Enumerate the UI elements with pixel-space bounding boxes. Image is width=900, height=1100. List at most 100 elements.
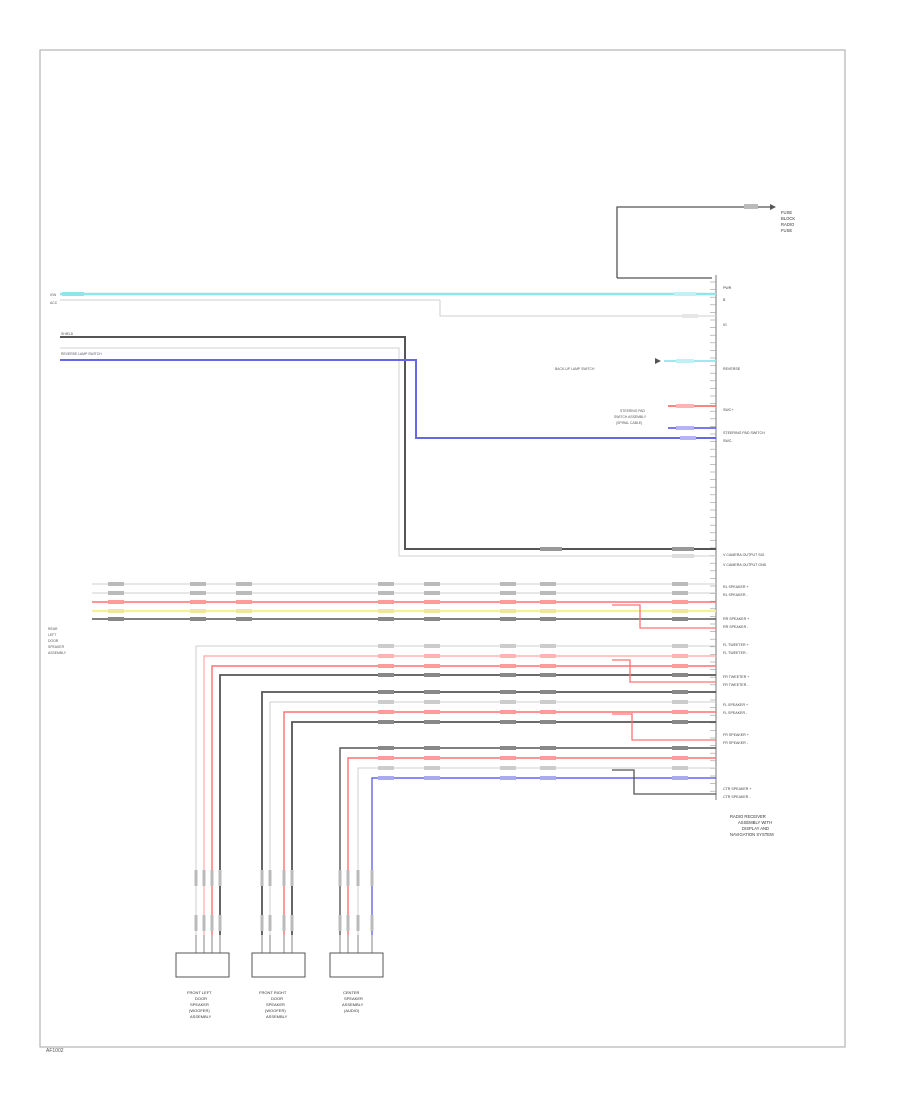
wire-tag — [424, 654, 440, 658]
wire-tag — [500, 690, 516, 694]
wire-tag — [424, 766, 440, 770]
wire-tag — [356, 915, 360, 931]
unit-labels: PWR B IG REVERSE SWC+ STEERING PAD SWITC… — [723, 286, 767, 799]
left-block-label: REAR LEFT DOOR SPEAKER ASSEMBLY — [48, 627, 67, 655]
svg-text:FR TWEETER +: FR TWEETER + — [723, 675, 749, 679]
wire-tag — [424, 720, 440, 724]
wire-tag — [500, 700, 516, 704]
svg-text:DISPLAY AND: DISPLAY AND — [742, 826, 769, 831]
front-right-speaker-label: FRONT RIGHT DOOR SPEAKER (WOOFER) ASSEMB… — [259, 990, 288, 1019]
svg-text:ASSEMBLY: ASSEMBLY — [342, 1002, 364, 1007]
svg-text:FUSE: FUSE — [781, 228, 792, 233]
svg-text:V CAMERA OUTPUT SIG: V CAMERA OUTPUT SIG — [723, 553, 765, 557]
wire-tag — [500, 654, 516, 658]
svg-text:V CAMERA OUTPUT GND: V CAMERA OUTPUT GND — [723, 563, 767, 567]
wire-tag — [378, 700, 394, 704]
svg-text:DOOR: DOOR — [48, 639, 59, 643]
svg-text:SPEAKER: SPEAKER — [266, 1002, 285, 1007]
wire-tag — [424, 673, 440, 677]
wire-tag — [378, 654, 394, 658]
svg-text:CTR SPEAKER +: CTR SPEAKER + — [723, 787, 751, 791]
wire-tag — [282, 915, 286, 931]
wire-tag — [540, 673, 556, 677]
svg-text:FR SPEAKER -: FR SPEAKER - — [723, 741, 749, 745]
reverse-signal: BACK-UP LAMP SWITCH — [555, 358, 716, 371]
svg-text:SWC+: SWC+ — [723, 408, 733, 412]
svg-text:REAR: REAR — [48, 627, 58, 631]
wire-tag — [424, 746, 440, 750]
wire-tag — [540, 644, 556, 648]
wire-tag — [236, 617, 252, 621]
svg-text:FL SPEAKER +: FL SPEAKER + — [723, 703, 748, 707]
wire-tag — [202, 870, 206, 886]
svg-text:NAVIGATION SYSTEM: NAVIGATION SYSTEM — [730, 832, 774, 837]
wire-tag — [260, 870, 264, 886]
reverse-src-ref: REVERSE LAMP SWITCH — [61, 352, 102, 356]
center-speaker-box — [329, 952, 384, 978]
wire-tag — [672, 654, 688, 658]
center-speaker-label: CENTER SPEAKER ASSEMBLY (AUDIO) — [342, 990, 364, 1013]
wire-tag — [672, 591, 688, 595]
wire-tag — [356, 870, 360, 886]
wire-tag — [424, 600, 440, 604]
steering-switch-feed: STEERING PAD SWITCH ASSEMBLY (SPIRAL CAB… — [614, 404, 716, 430]
wire-tag — [378, 746, 394, 750]
wire-tag — [540, 756, 556, 760]
wire-tag — [378, 776, 394, 780]
wire-tag — [672, 664, 688, 668]
svg-text:FL TWEETER +: FL TWEETER + — [723, 643, 749, 647]
svg-text:SPEAKER: SPEAKER — [344, 996, 363, 1001]
wire-tag — [236, 600, 252, 604]
svg-text:CENTER: CENTER — [343, 990, 360, 995]
connector-pin-marks — [710, 281, 716, 792]
svg-text:STEERING PAD SWITCH: STEERING PAD SWITCH — [723, 431, 765, 435]
wire-tag — [500, 644, 516, 648]
wire-tag — [370, 870, 374, 886]
wire-tag — [672, 673, 688, 677]
svg-text:B: B — [723, 298, 726, 302]
front-right-speaker-box — [251, 952, 306, 978]
wire-tag — [282, 870, 286, 886]
svg-text:RADIO: RADIO — [781, 222, 795, 227]
unit-name: RADIO RECEIVER ASSEMBLY WITH DISPLAY AND… — [730, 814, 774, 837]
svg-text:RADIO RECEIVER: RADIO RECEIVER — [730, 814, 766, 819]
wire-tag — [218, 915, 222, 931]
wire-tag — [268, 915, 272, 931]
wire-tag — [378, 617, 394, 621]
svg-text:CTR SPEAKER -: CTR SPEAKER - — [723, 795, 751, 799]
wire-tag — [672, 746, 688, 750]
front-left-speaker-box — [175, 952, 230, 978]
reverse-switch-label: BACK-UP LAMP SWITCH — [555, 367, 595, 371]
svg-text:DOOR: DOOR — [271, 996, 283, 1001]
wire-tag — [540, 609, 556, 613]
svg-text:BLOCK: BLOCK — [781, 216, 795, 221]
svg-text:(AUDIO): (AUDIO) — [344, 1008, 360, 1013]
svg-text:DOOR: DOOR — [195, 996, 207, 1001]
ign-ref: IGN — [50, 293, 57, 297]
wire-tag — [378, 710, 394, 714]
svg-text:FR TWEETER -: FR TWEETER - — [723, 683, 749, 687]
wire-tag — [424, 591, 440, 595]
svg-text:PWR: PWR — [723, 286, 732, 290]
wire-tag — [260, 915, 264, 931]
wire-tag — [500, 609, 516, 613]
wire-tag — [338, 870, 342, 886]
svg-text:SPEAKER: SPEAKER — [48, 645, 65, 649]
svg-text:FRONT LEFT: FRONT LEFT — [187, 990, 212, 995]
svg-text:FL SPEAKER -: FL SPEAKER - — [723, 711, 748, 715]
svg-text:ASSEMBLY: ASSEMBLY — [48, 651, 67, 655]
wire-tag — [378, 600, 394, 604]
svg-text:RL SPEAKER +: RL SPEAKER + — [723, 585, 749, 589]
page-id: AF1002 — [46, 1048, 64, 1054]
wire-tag — [672, 600, 688, 604]
wire-tag — [500, 673, 516, 677]
svg-text:ASSEMBLY WITH: ASSEMBLY WITH — [738, 820, 772, 825]
svg-text:SPEAKER: SPEAKER — [190, 1002, 209, 1007]
wire-tag — [378, 644, 394, 648]
wire-tag — [202, 915, 206, 931]
power-feed: FUSE BLOCK RADIO FUSE — [616, 204, 795, 279]
svg-text:STEERING PAD: STEERING PAD — [620, 409, 646, 413]
wire-tag — [500, 582, 516, 586]
wire-tag — [540, 654, 556, 658]
wire-tag — [500, 591, 516, 595]
